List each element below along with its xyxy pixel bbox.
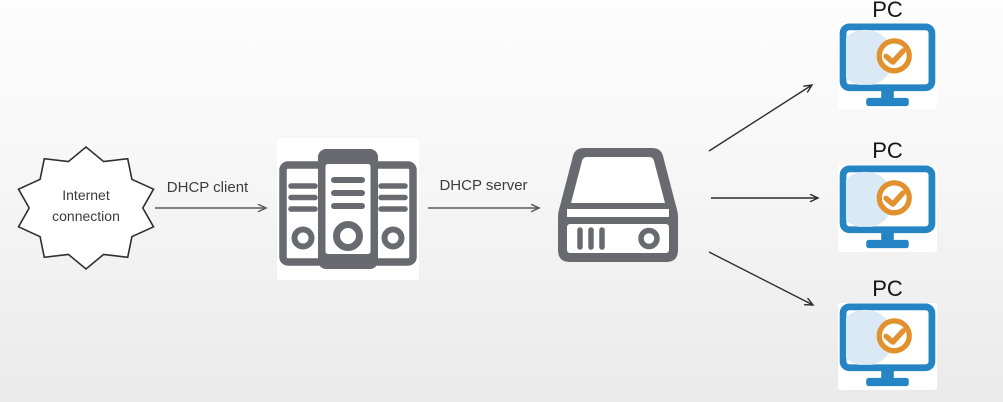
pc-monitor-icon: [839, 23, 936, 107]
edge-label-dhcp-client: DHCP client: [166, 179, 249, 196]
pc-label-bottom: PC: [872, 276, 903, 301]
pc-node-middle: [838, 165, 937, 252]
arrow-server-to-pc-top: [708, 85, 812, 152]
storage-server-icon: [558, 148, 678, 262]
pc-node-bottom: [838, 303, 937, 390]
pc-label-middle: PC: [872, 138, 903, 163]
dhcp-server-node: [556, 146, 680, 268]
pc-label-top: PC: [872, 0, 903, 22]
relay-rack-node: [277, 138, 419, 280]
arrow-server-to-pc-bottom: [708, 251, 813, 305]
pc-monitor-icon: [839, 165, 936, 249]
check-badge-icon: [876, 180, 912, 216]
check-badge-icon: [876, 38, 912, 74]
internet-node-label: Internet connection: [52, 187, 120, 224]
server-rack-icon: [279, 149, 417, 269]
edge-label-dhcp-server: DHCP server: [439, 177, 528, 194]
starburst-shape: [17, 145, 155, 271]
pc-monitor-icon: [839, 303, 936, 387]
check-badge-icon: [876, 318, 912, 354]
pc-node-top: [838, 23, 937, 109]
